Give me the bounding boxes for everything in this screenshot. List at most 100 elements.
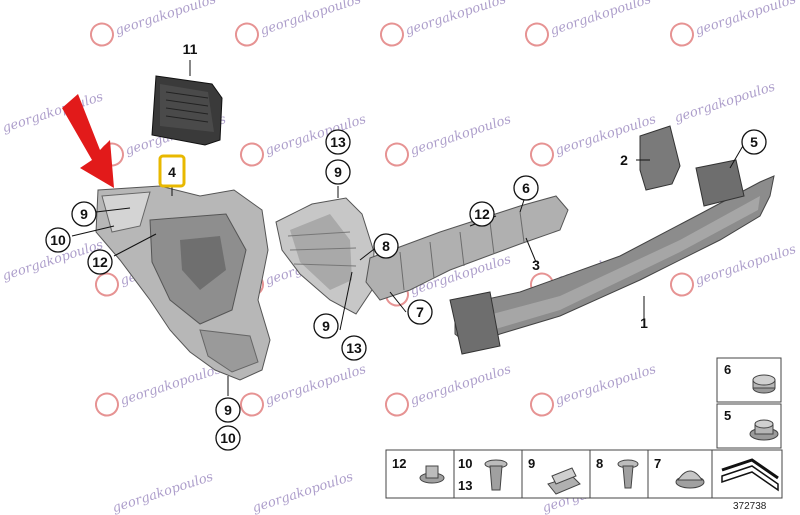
watermark-text: georgakopoulos bbox=[693, 0, 798, 39]
watermark-logo-icon bbox=[524, 22, 549, 47]
watermark-text: georgakopoulos bbox=[258, 0, 363, 39]
watermark-text: georgakopoulos bbox=[408, 112, 513, 159]
callout-5: 5 bbox=[741, 129, 767, 155]
watermark-tile: georgakopoulos bbox=[94, 362, 223, 417]
callout-12-left-label: 12 bbox=[92, 254, 108, 270]
watermark-logo-icon bbox=[384, 142, 409, 167]
legend-cell-8 bbox=[589, 449, 649, 499]
part-2-mounting-plate bbox=[639, 125, 681, 191]
watermark-tile: georgakopoulos bbox=[111, 469, 216, 515]
watermark-tile: georgakopoulos bbox=[89, 0, 218, 47]
watermark-text: georgakopoulos bbox=[408, 362, 513, 409]
watermark-text: georgakopoulos bbox=[111, 469, 216, 515]
callout-6: 6 bbox=[513, 175, 539, 201]
watermark-logo-icon bbox=[94, 272, 119, 297]
watermark-logo-icon bbox=[239, 142, 264, 167]
watermark-tile: georgakopoulos bbox=[379, 0, 508, 47]
watermark-text: georgakopoulos bbox=[673, 79, 778, 126]
watermark-logo-icon bbox=[529, 142, 554, 167]
watermark-text: georgakopoulos bbox=[403, 0, 508, 39]
watermark-tile: georgakopoulos bbox=[384, 112, 513, 167]
callout-13-mid-label: 13 bbox=[330, 134, 346, 150]
watermark-tile: georgakopoulos bbox=[673, 79, 778, 126]
callout-10-bottom: 10 bbox=[215, 425, 241, 451]
legend-label-12: 12 bbox=[392, 456, 406, 471]
dome-nut-icon bbox=[675, 470, 705, 489]
watermark-text: georgakopoulos bbox=[693, 242, 798, 289]
callout-4-frame bbox=[158, 154, 186, 188]
legend-label-8: 8 bbox=[596, 456, 603, 471]
watermark-logo-icon bbox=[669, 22, 694, 47]
red-indicator-arrow bbox=[62, 94, 114, 188]
callout-9-left: 9 bbox=[71, 201, 97, 227]
legend-cell-10-13 bbox=[453, 449, 523, 499]
clip-nut-icon bbox=[419, 465, 445, 484]
watermark-text: georgakopoulos bbox=[553, 362, 658, 409]
callout-10-left: 10 bbox=[45, 227, 71, 253]
callout-9-mid-label: 9 bbox=[334, 164, 342, 180]
flange-nut-icon bbox=[749, 419, 779, 441]
callout-3: 3 bbox=[532, 257, 540, 273]
callout-9-bottom: 9 bbox=[215, 397, 241, 423]
callout-7: 7 bbox=[407, 299, 433, 325]
watermark-tile: georgakopoulos bbox=[669, 0, 798, 47]
watermark-text: georgakopoulos bbox=[263, 112, 368, 159]
callout-13-mid: 13 bbox=[325, 129, 351, 155]
callout-11-label: 11 bbox=[183, 41, 198, 57]
callout-13-lower-mid: 13 bbox=[341, 335, 367, 361]
expansion-rivet-icon bbox=[484, 459, 508, 491]
watermark-logo-icon bbox=[379, 22, 404, 47]
watermark-text: georgakopoulos bbox=[548, 0, 653, 39]
legend-label-7: 7 bbox=[654, 456, 661, 471]
callout-6-label: 6 bbox=[522, 180, 530, 196]
legend-right: 6 5 bbox=[716, 357, 782, 449]
watermark-tile: georgakopoulos bbox=[529, 362, 658, 417]
legend-cell-12 bbox=[385, 449, 455, 499]
arrow-shape bbox=[62, 94, 114, 188]
section-symbol-icon bbox=[721, 458, 779, 492]
watermark-logo-icon bbox=[529, 392, 554, 417]
watermark-text: georgakopoulos bbox=[251, 469, 356, 515]
watermark-tile: georgakopoulos bbox=[529, 112, 658, 167]
callout-13-lower-mid-label: 13 bbox=[346, 340, 362, 356]
watermark-tile: georgakopoulos bbox=[384, 362, 513, 417]
callout-1-label: 1 bbox=[640, 315, 648, 331]
watermark-logo-icon bbox=[669, 272, 694, 297]
callout-8: 8 bbox=[373, 233, 399, 259]
legend-cell-7 bbox=[647, 449, 713, 499]
callout-1: 1 bbox=[640, 315, 648, 331]
callout-3-label: 3 bbox=[532, 257, 540, 273]
callout-2: 2 bbox=[620, 152, 628, 168]
callout-10-left-label: 10 bbox=[50, 232, 66, 248]
callout-9-mid: 9 bbox=[325, 159, 351, 185]
push-rivet-icon bbox=[617, 459, 639, 489]
callout-5-label: 5 bbox=[750, 134, 758, 150]
reference-number: 372738 bbox=[733, 501, 767, 512]
nut-icon bbox=[752, 374, 776, 394]
callout-9-lower-mid-label: 9 bbox=[322, 318, 330, 334]
callout-12-mid-label: 12 bbox=[474, 206, 490, 222]
watermark-tile: georgakopoulos bbox=[524, 0, 653, 47]
part-11-cover-pad bbox=[151, 75, 223, 146]
watermark-text: georgakopoulos bbox=[263, 362, 368, 409]
watermark-tile: georgakopoulos bbox=[251, 469, 356, 515]
watermark-text: georgakopoulos bbox=[113, 0, 218, 39]
watermark-text: georgakopoulos bbox=[118, 362, 223, 409]
callout-9-left-label: 9 bbox=[80, 206, 88, 222]
callout-2-label: 2 bbox=[620, 152, 628, 168]
watermark-logo-icon bbox=[94, 392, 119, 417]
watermark-logo-icon bbox=[234, 22, 259, 47]
watermark-tile: georgakopoulos bbox=[234, 0, 363, 47]
callout-4-label: 4 bbox=[168, 164, 176, 180]
watermark-logo-icon bbox=[89, 22, 114, 47]
callout-10-bottom-label: 10 bbox=[220, 430, 236, 446]
part-1-bumper-carrier bbox=[449, 159, 775, 355]
callout-9-lower-mid: 9 bbox=[313, 313, 339, 339]
legend-label-6: 6 bbox=[724, 362, 731, 377]
legend-bottom: 12 10 13 9 8 7 bbox=[385, 449, 783, 499]
legend-label-10: 10 bbox=[458, 456, 472, 471]
spring-clip-icon bbox=[547, 467, 581, 495]
leader-lines bbox=[71, 60, 745, 396]
